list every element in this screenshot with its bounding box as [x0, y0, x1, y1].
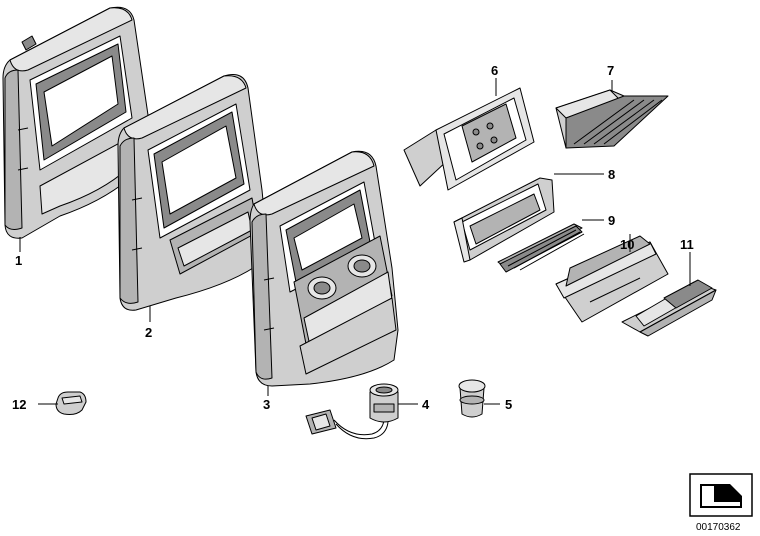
callout-3: 3 [263, 397, 270, 412]
leader-lines [19, 78, 691, 405]
callout-2: 2 [145, 325, 152, 340]
callout-7: 7 [607, 63, 614, 78]
callout-5: 5 [505, 397, 512, 412]
blanking-cap-icon [55, 391, 87, 415]
rear-console-panel-with-tray-icon [117, 74, 267, 311]
callout-10: 10 [620, 237, 634, 252]
socket-with-wiring-icon [305, 383, 399, 440]
reference-number: 00170362 [696, 522, 741, 533]
rear-console-panel-with-sockets-icon [249, 150, 399, 387]
callout-11: 11 [680, 237, 694, 252]
grille-insert-icon [497, 223, 585, 273]
ashtray-insert-icon [555, 235, 669, 323]
callout-4: 4 [422, 397, 430, 412]
callout-9: 9 [608, 213, 615, 228]
switch-bezel-icon [403, 87, 535, 191]
callout-6: 6 [491, 63, 498, 78]
rear-console-panel-bare-icon [2, 6, 151, 239]
callout-1: 1 [15, 253, 22, 268]
callout-8: 8 [608, 167, 615, 182]
callout-numbers: 1 2 3 4 5 6 7 8 9 10 11 12 [12, 63, 694, 412]
storage-frame-icon [453, 177, 555, 263]
arrow-corner-logo-icon [689, 473, 753, 517]
callout-12: 12 [12, 397, 26, 412]
socket-cap-icon [458, 379, 486, 418]
grille-cover-icon [555, 89, 669, 149]
ashtray-holder-icon [621, 279, 717, 337]
